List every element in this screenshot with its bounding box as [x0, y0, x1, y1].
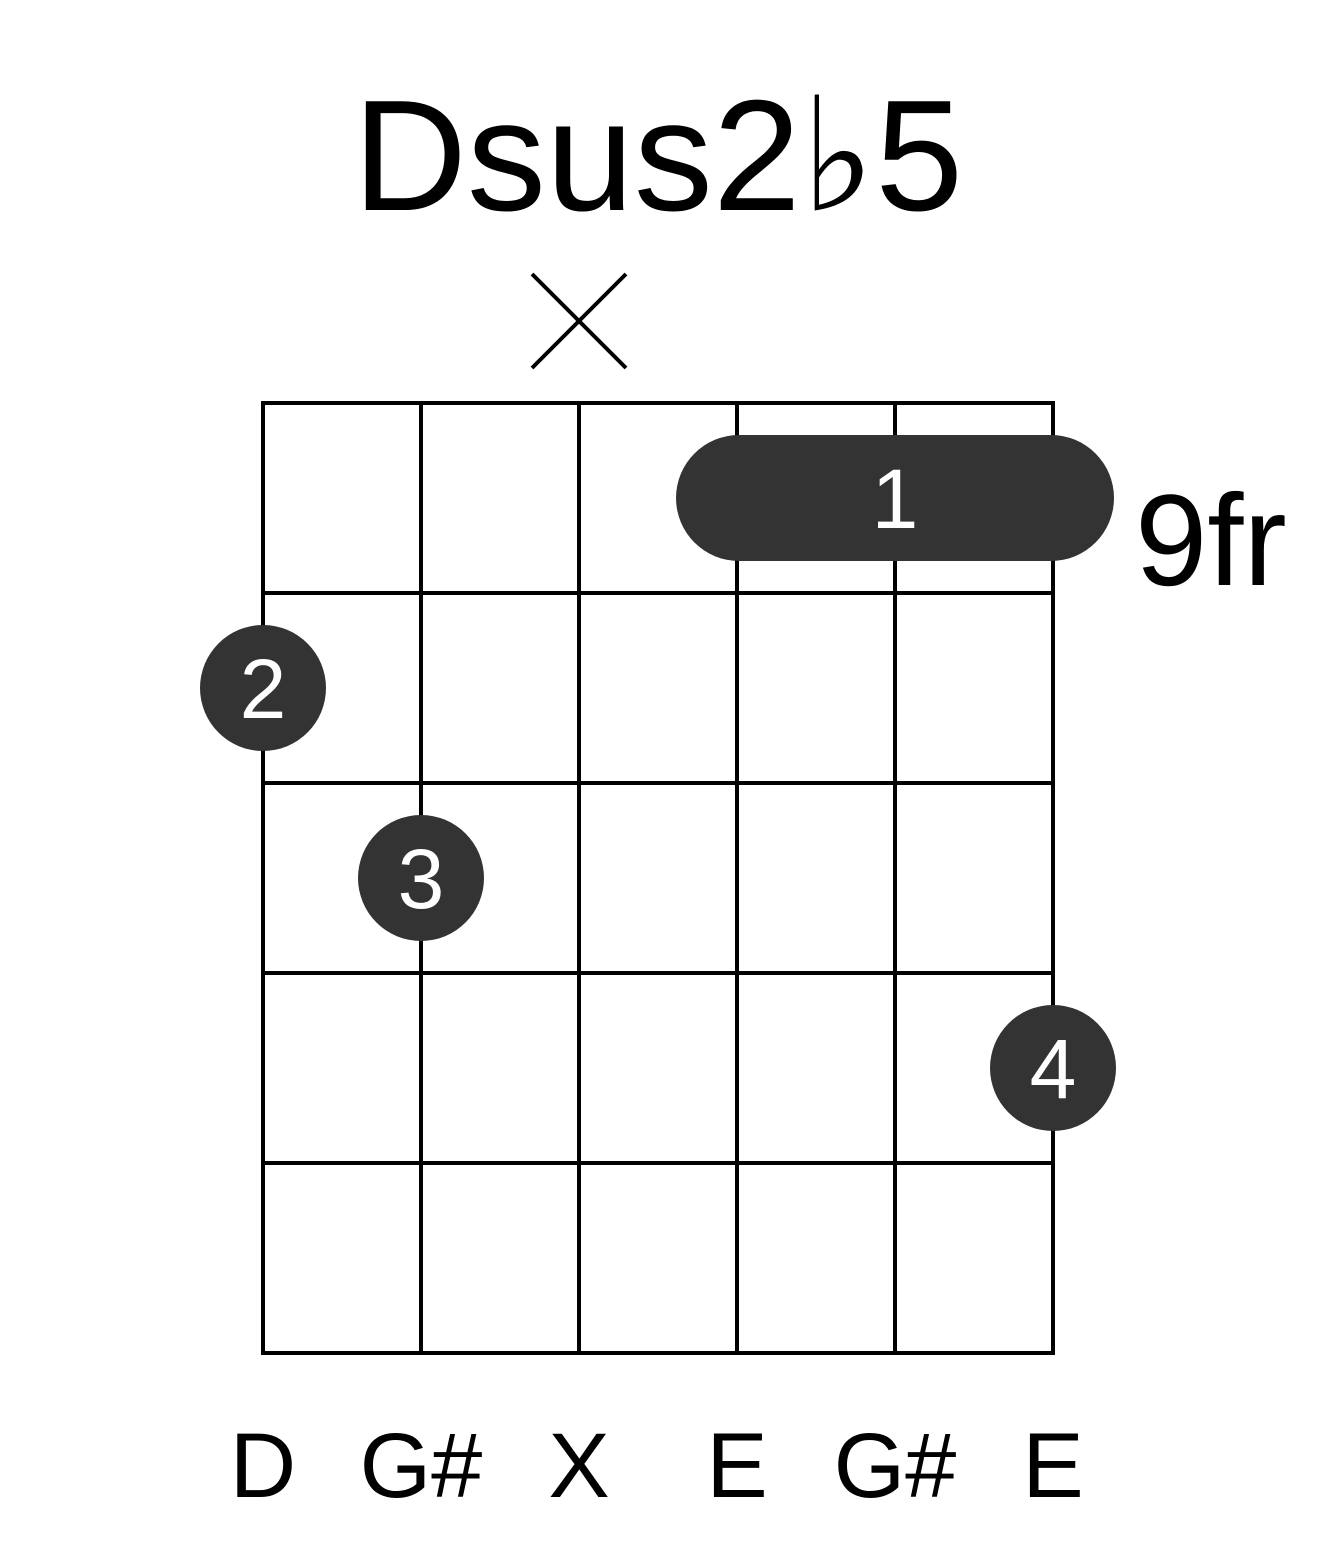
finger-dot: 2 [200, 625, 326, 751]
muted-string-x-icon [530, 272, 628, 370]
finger-number: 2 [240, 642, 287, 736]
finger-number: 4 [1030, 1022, 1077, 1116]
finger-dot: 4 [990, 1005, 1116, 1131]
finger-dot-circle [200, 625, 326, 751]
string-note-label: E [1022, 1415, 1083, 1517]
string-note-label: X [548, 1415, 609, 1517]
fretboard-grid [261, 401, 1055, 1355]
chord-title: Dsus2♭5 [353, 68, 963, 244]
finger-number: 3 [398, 832, 445, 926]
string-note-label: E [706, 1415, 767, 1517]
base-fret-label: 9fr [1135, 467, 1287, 613]
finger-dots: 2 3 4 [200, 625, 1116, 1131]
barre-finger-label: 1 [872, 452, 919, 546]
string-note-label: G# [360, 1415, 483, 1517]
finger-dot: 3 [358, 815, 484, 941]
barre-layer: 1 [676, 435, 1114, 561]
string-note-label: G# [834, 1415, 957, 1517]
finger-dot-circle [990, 1005, 1116, 1131]
barre-bar [676, 435, 1114, 561]
finger-dot-circle [358, 815, 484, 941]
muted-markers [530, 272, 628, 370]
string-note-label: D [230, 1415, 296, 1517]
